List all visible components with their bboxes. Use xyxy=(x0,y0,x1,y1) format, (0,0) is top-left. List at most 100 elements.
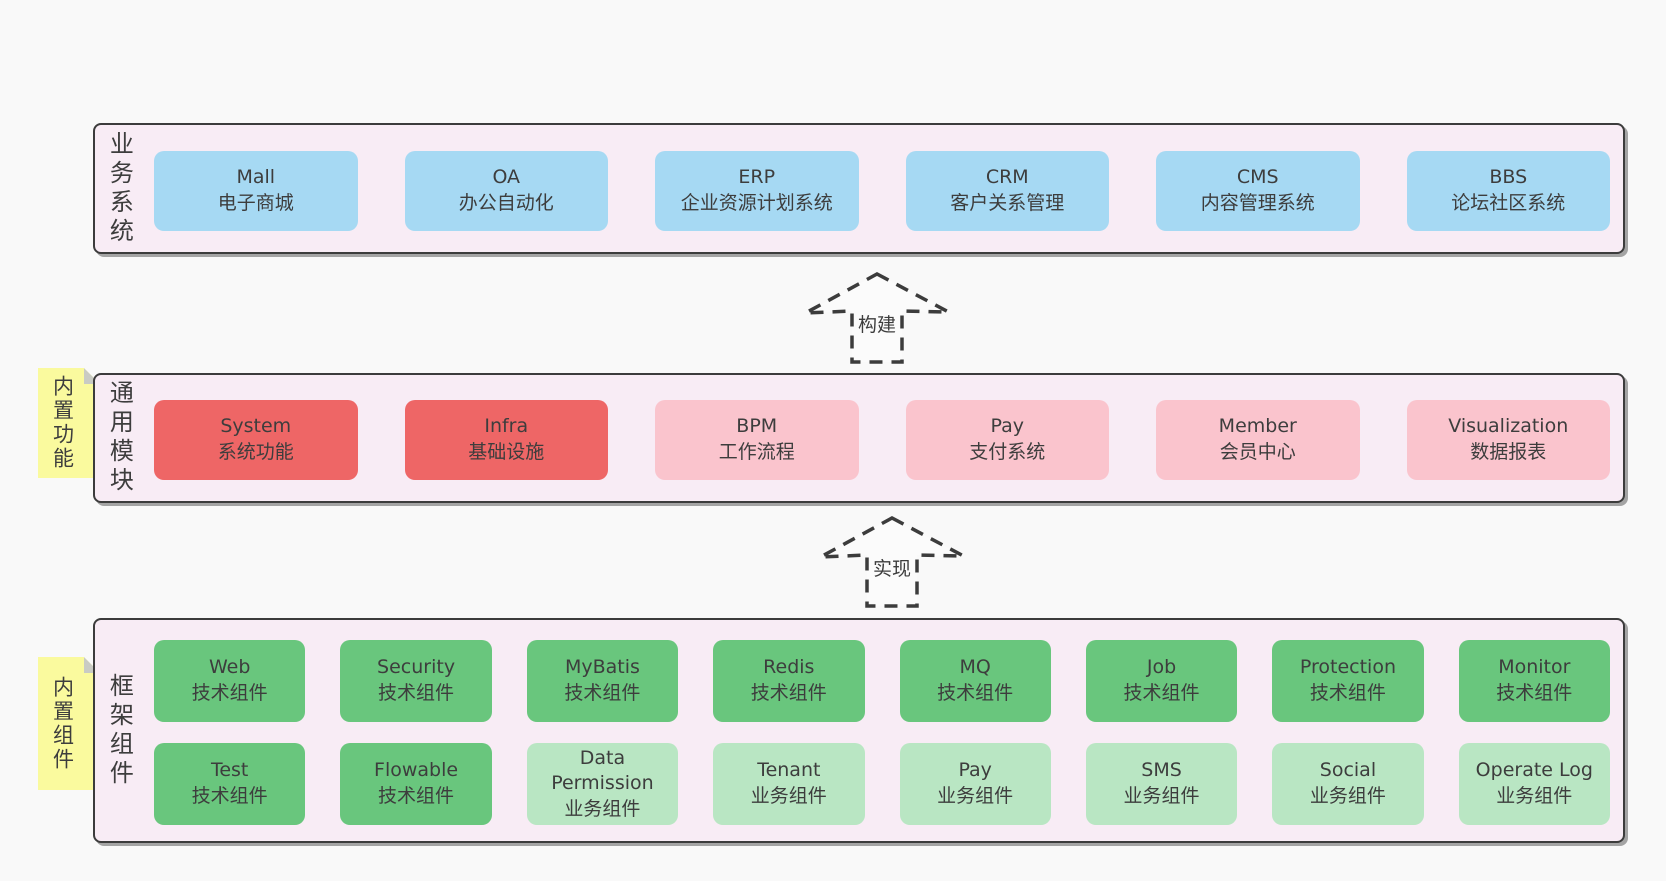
module-box-pay: Pay 业务组件 xyxy=(899,743,1051,825)
module-name: CMS xyxy=(1236,166,1279,189)
module-name: Job xyxy=(1146,656,1177,679)
module-box-pay: Pay 支付系统 xyxy=(905,400,1109,480)
panel-common-modules-label: 通用模块 xyxy=(105,380,134,496)
module-desc: 基础设施 xyxy=(468,441,545,463)
module-desc: 数据报表 xyxy=(1470,441,1547,463)
module-box-sms: SMS 业务组件 xyxy=(1085,743,1238,825)
module-name: MyBatis xyxy=(564,656,640,679)
module-name: Operate Log xyxy=(1475,759,1593,782)
module-desc: 业务组件 xyxy=(1309,785,1386,807)
business-systems-row: Mall 电子商城 OA 办公自动化 ERP 企业资源计划系统 CRM 客户关系管理 CMS 内容… xyxy=(154,151,1610,231)
module-desc: 论坛社区系统 xyxy=(1451,192,1566,214)
module-box-mybatis: MyBatis 技术组件 xyxy=(526,640,679,722)
module-box-bpm: BPM 工作流程 xyxy=(655,400,859,480)
module-name: Monitor xyxy=(1498,656,1571,679)
arrow-implement-label: 实现 xyxy=(869,554,915,581)
module-box-bbs: BBS 论坛社区系统 xyxy=(1406,151,1610,231)
module-name: Mall xyxy=(236,166,276,189)
module-name: System xyxy=(220,415,292,438)
module-name: MQ xyxy=(959,656,991,679)
sticky-built-in-functions-label: 内置功能 xyxy=(50,375,75,471)
module-box-erp: ERP 企业资源计划系统 xyxy=(655,151,859,231)
module-box-mq: MQ 技术组件 xyxy=(899,640,1051,722)
module-name: Infra xyxy=(484,415,529,438)
module-name: Redis xyxy=(763,656,815,679)
module-name: BPM xyxy=(736,415,778,438)
module-box-job: Job 技术组件 xyxy=(1085,640,1238,722)
module-box-web: Web 技术组件 xyxy=(154,640,306,722)
sticky-built-in-components-label: 内置组件 xyxy=(50,675,75,772)
module-desc: 内容管理系统 xyxy=(1200,192,1315,214)
module-desc: 业务组件 xyxy=(750,785,827,807)
module-box-mall: Mall 电子商城 xyxy=(154,151,358,231)
module-desc: 技术组件 xyxy=(1496,682,1573,704)
module-name: OA xyxy=(492,166,521,189)
module-desc: 业务组件 xyxy=(564,797,641,820)
module-name: Pay xyxy=(958,759,992,782)
module-box-oa: OA 办公自动化 xyxy=(404,151,608,231)
module-desc: 工作流程 xyxy=(718,441,795,463)
module-desc: 技术组件 xyxy=(191,785,268,807)
module-name: Visualization xyxy=(1448,415,1569,438)
module-name: BBS xyxy=(1489,166,1528,189)
module-box-visualization: Visualization 数据报表 xyxy=(1406,400,1610,480)
module-desc: 电子商城 xyxy=(217,192,294,214)
module-desc: 客户关系管理 xyxy=(950,192,1065,214)
panel-business-systems-label: 业务系统 xyxy=(105,130,134,247)
module-box-protection: Protection 技术组件 xyxy=(1272,640,1424,722)
module-desc: 技术组件 xyxy=(191,682,268,704)
panel-common-modules: 通用模块 System 系统功能 Infra 基础设施 BPM 工作流程 Pay 支付系统 Me… xyxy=(93,373,1625,503)
module-desc: 业务组件 xyxy=(1496,785,1573,807)
module-box-crm: CRM 客户关系管理 xyxy=(905,151,1109,231)
module-name: Protection xyxy=(1299,656,1396,679)
module-box-tenant: Tenant 业务组件 xyxy=(713,743,865,825)
module-box-infra: Infra 基础设施 xyxy=(404,400,608,480)
module-desc: 支付系统 xyxy=(969,441,1046,463)
module-name: Pay xyxy=(990,415,1025,438)
module-desc: 业务组件 xyxy=(1123,785,1200,807)
sticky-built-in-functions: 内置功能 xyxy=(38,368,100,478)
module-desc: 技术组件 xyxy=(1309,682,1386,704)
module-desc: 技术组件 xyxy=(937,682,1014,704)
module-box-member: Member 会员中心 xyxy=(1156,400,1360,480)
module-desc: 业务组件 xyxy=(937,785,1014,807)
arrow-build-label: 构建 xyxy=(854,310,900,337)
module-name: Social xyxy=(1319,759,1377,782)
module-desc: 技术组件 xyxy=(1123,682,1200,704)
module-box-cms: CMS 内容管理系统 xyxy=(1156,151,1360,231)
panel-framework-components-label: 框架组件 xyxy=(105,672,134,789)
module-box-monitor: Monitor 技术组件 xyxy=(1458,640,1610,722)
module-name: Flowable xyxy=(374,759,459,782)
module-name: Test xyxy=(210,759,249,782)
module-name: Data Permission xyxy=(551,746,654,795)
module-desc: 技术组件 xyxy=(378,682,455,704)
module-name: CRM xyxy=(985,166,1029,189)
module-box-redis: Redis 技术组件 xyxy=(713,640,865,722)
module-box-social: Social 业务组件 xyxy=(1272,743,1424,825)
module-name: Web xyxy=(208,656,251,679)
module-desc: 系统功能 xyxy=(217,441,294,463)
module-name: Tenant xyxy=(757,759,821,782)
module-box-operate-log: Operate Log 业务组件 xyxy=(1458,743,1610,825)
panel-business-systems: 业务系统 Mall 电子商城 OA 办公自动化 ERP 企业资源计划系统 CRM 客户关系管理… xyxy=(93,123,1625,254)
module-desc: 企业资源计划系统 xyxy=(680,192,833,214)
module-desc: 技术组件 xyxy=(750,682,827,704)
module-box-flowable: Flowable 技术组件 xyxy=(340,743,492,825)
module-desc: 办公自动化 xyxy=(458,192,554,214)
module-desc: 会员中心 xyxy=(1219,441,1296,463)
arrow-build: 构建 xyxy=(803,271,951,365)
common-modules-row: System 系统功能 Infra 基础设施 BPM 工作流程 Pay 支付系统 Member 会… xyxy=(154,400,1610,480)
module-desc: 技术组件 xyxy=(564,682,641,704)
arrow-implement: 实现 xyxy=(818,515,966,609)
module-name: SMS xyxy=(1141,759,1182,782)
module-name: ERP xyxy=(738,166,776,189)
module-desc: 技术组件 xyxy=(378,785,455,807)
module-name: Member xyxy=(1218,415,1297,438)
sticky-built-in-components: 内置组件 xyxy=(38,657,100,790)
